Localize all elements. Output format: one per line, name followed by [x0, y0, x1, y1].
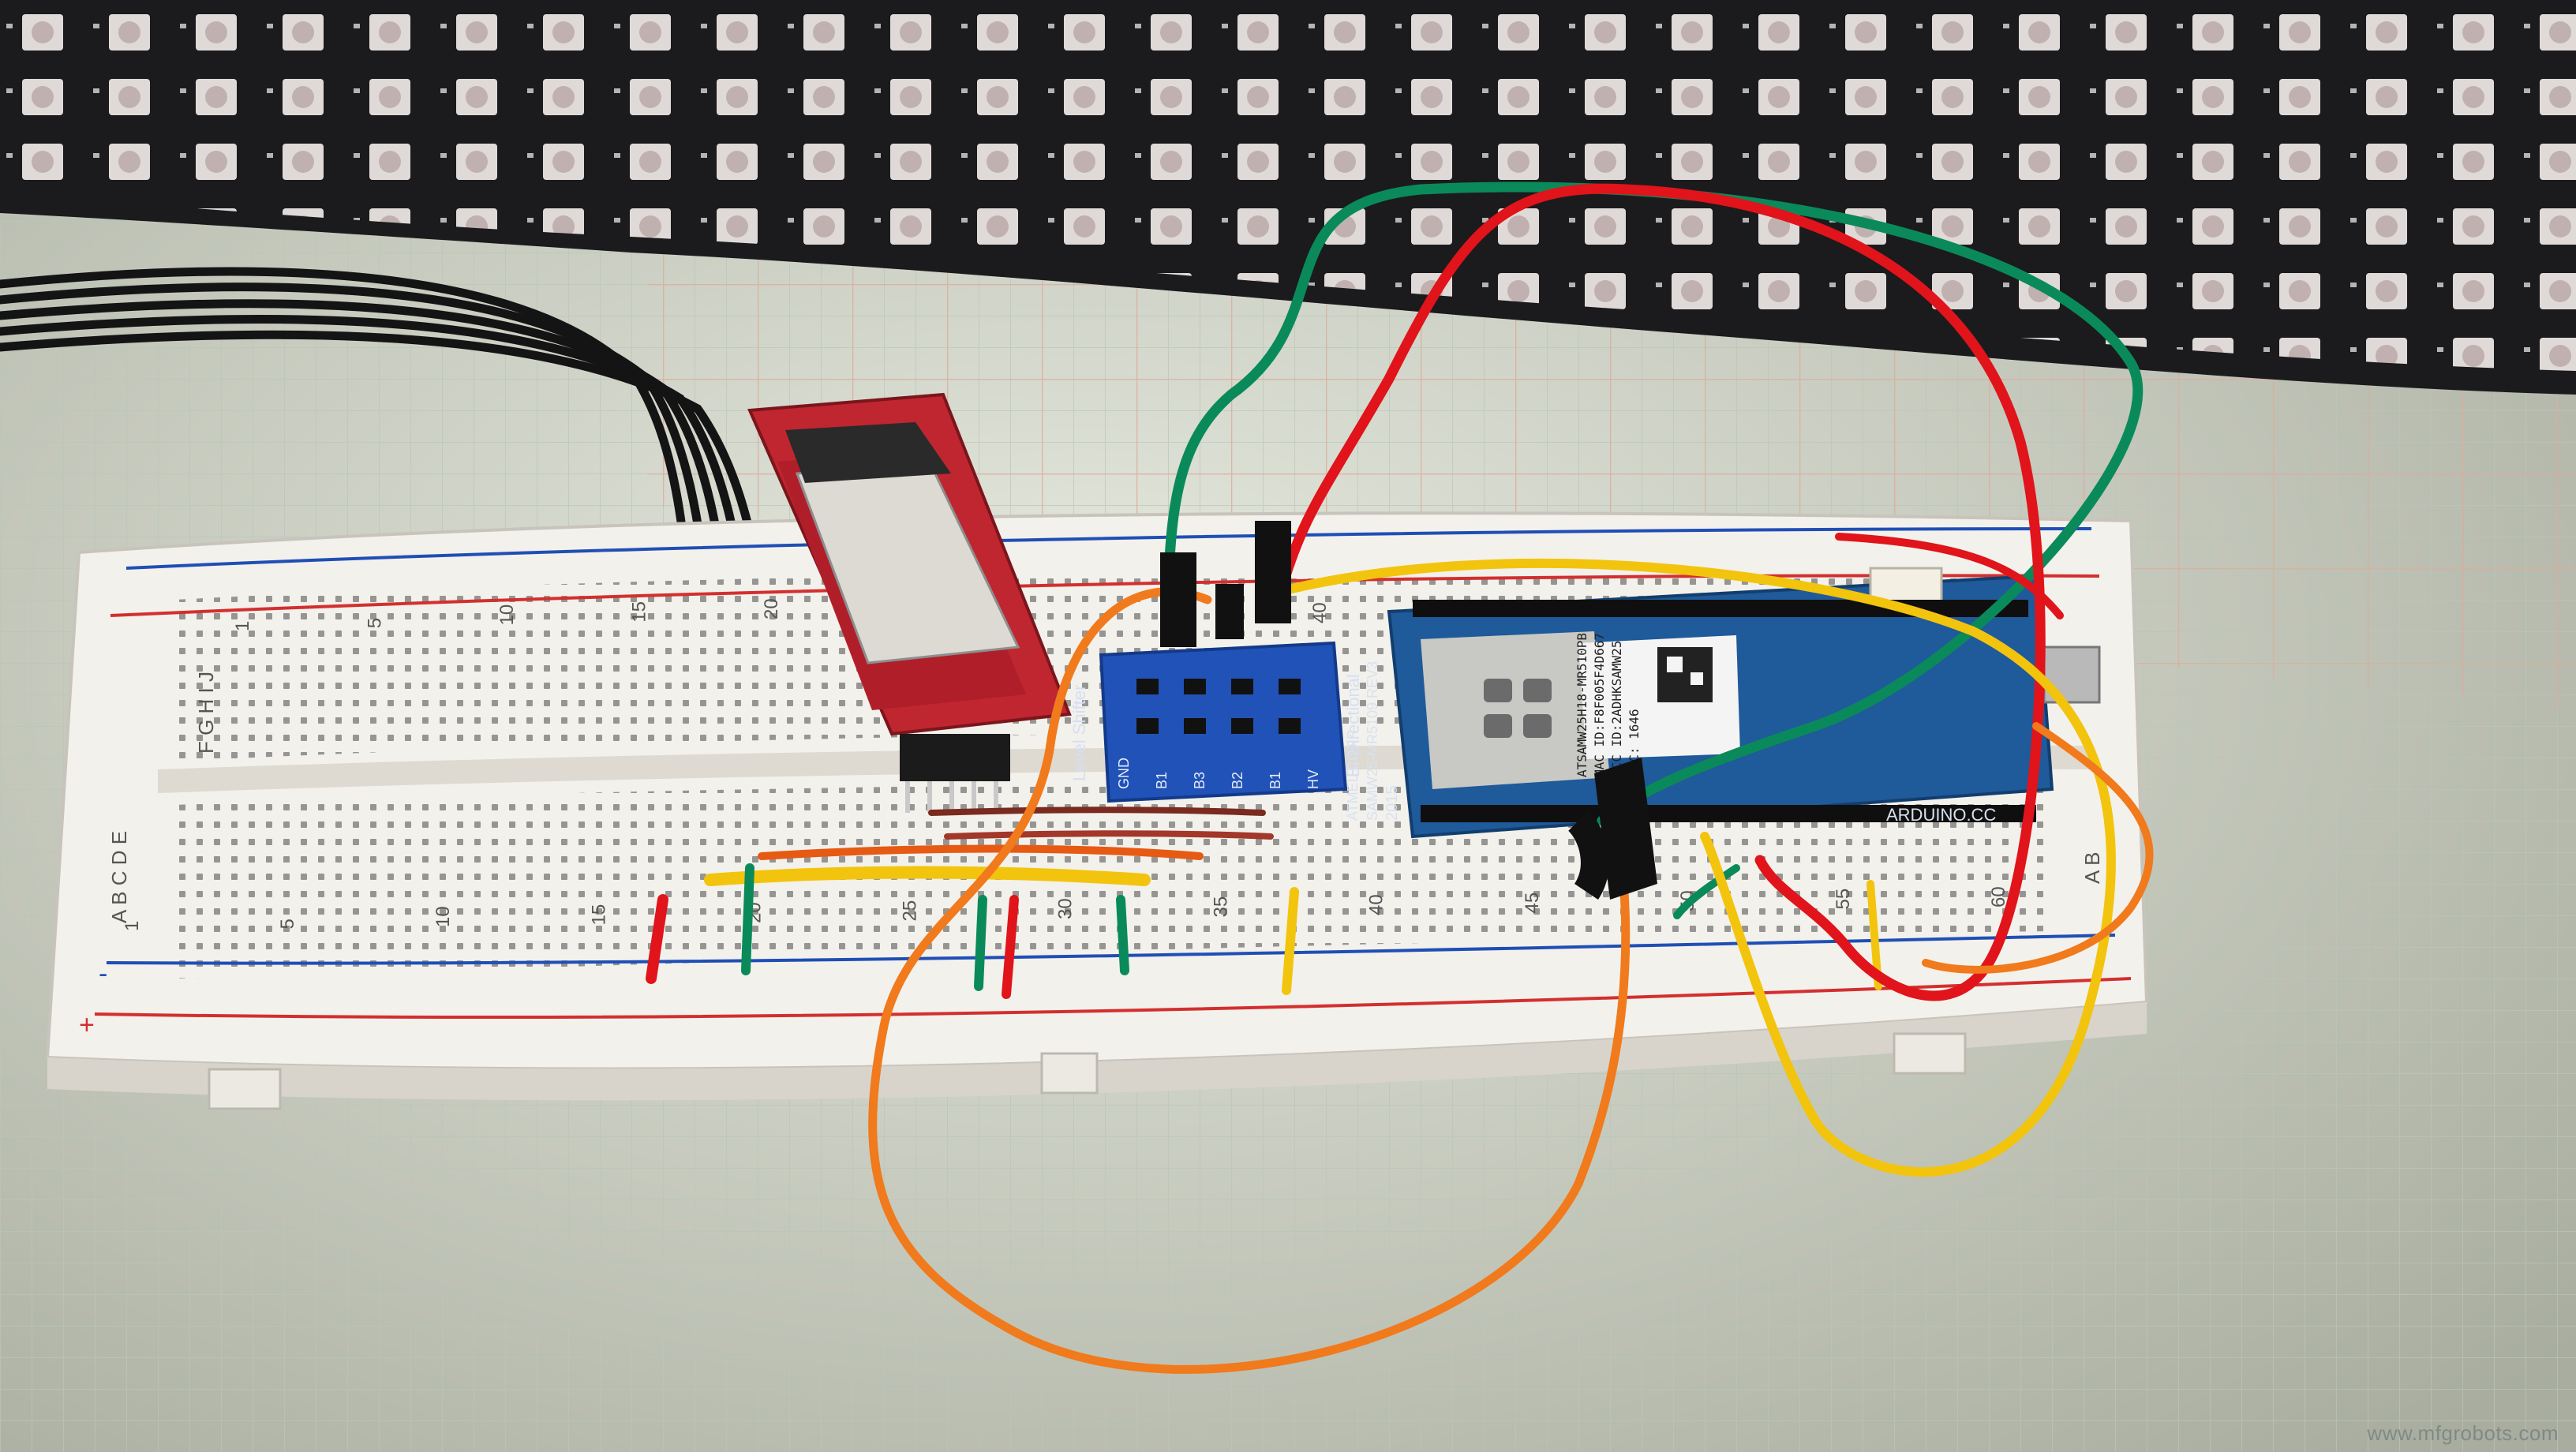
level-shifter-title: Bi-Directional	[1343, 674, 1363, 777]
arduino-brand: ARDUINO.CC	[1886, 805, 1996, 825]
level-shifter-pin-label: B1	[1267, 772, 1283, 789]
red-wire-short	[1835, 533, 2064, 619]
level-shifter-pin-label: B2	[1230, 772, 1245, 789]
column-number: 55	[1833, 889, 1854, 910]
level-shifter-subtitle: Level Shifter	[1069, 685, 1089, 781]
column-number: 40	[1366, 894, 1387, 915]
arduino-chip-line-3: FCC ID:2ADHKSAMW25	[1609, 641, 1624, 777]
dupont-headers	[1160, 521, 1657, 900]
row-letters-bottom: A B C D E	[107, 831, 131, 923]
arduino-corp-line: ATMEL CORP	[1345, 730, 1361, 821]
orange-wire	[868, 587, 1631, 1374]
column-number: 25	[899, 900, 920, 922]
column-number: 15	[588, 904, 609, 926]
column-number: 1	[232, 621, 253, 631]
column-number: 30	[1055, 898, 1076, 919]
level-shifter-board	[1099, 641, 1348, 803]
column-number: 20	[761, 598, 782, 619]
level-shifter-pin-label: HV	[1305, 769, 1321, 789]
red-wire	[1273, 183, 2046, 1001]
rail-minus-sign: -	[99, 959, 107, 989]
arduino-chip-line-2: MAC ID:F8F005F4D667	[1592, 633, 1607, 777]
column-number: 1	[122, 921, 143, 931]
arduino-year: 2015	[1383, 786, 1401, 821]
column-number: 10	[496, 604, 518, 626]
column-number: 5	[277, 919, 298, 929]
level-shifter-pin-label: GND	[1116, 758, 1132, 789]
yellow-wire	[1274, 558, 2116, 1177]
level-shifter-pin-label: B1	[1154, 772, 1170, 789]
column-number: 15	[629, 601, 650, 623]
rail-plus-sign: +	[79, 1010, 95, 1040]
column-number: 45	[1522, 893, 1543, 914]
bluetooth-module	[747, 392, 1072, 813]
column-number: 5	[365, 618, 386, 628]
level-shifter-pin-label: B3	[1192, 772, 1208, 789]
short-jumpers	[646, 806, 1882, 999]
orange-wire-right	[1922, 722, 2154, 974]
column-number: 10	[432, 906, 454, 927]
column-number: 60	[1988, 886, 2009, 908]
arduino-chip-line-1: ATSAMW25H18-MR510PB	[1574, 633, 1589, 777]
row-letters-side: A B	[2080, 852, 2104, 884]
long-jumpers	[868, 182, 2154, 1374]
led-matrix-leds	[0, 0, 2576, 371]
col-number-40: 40	[1309, 602, 1331, 623]
watermark-text: www.mfgrobots.com	[2367, 1421, 2559, 1445]
green-wire	[1163, 182, 2144, 826]
arduino-rev-line: SAMW25-MR5109 REV3	[1365, 661, 1380, 821]
level-shifter-pin-labels: GND B1 B3 B2 B1 HV	[1116, 758, 1321, 789]
row-letters-top: F G H I J	[194, 672, 218, 754]
column-number: 35	[1211, 896, 1232, 918]
